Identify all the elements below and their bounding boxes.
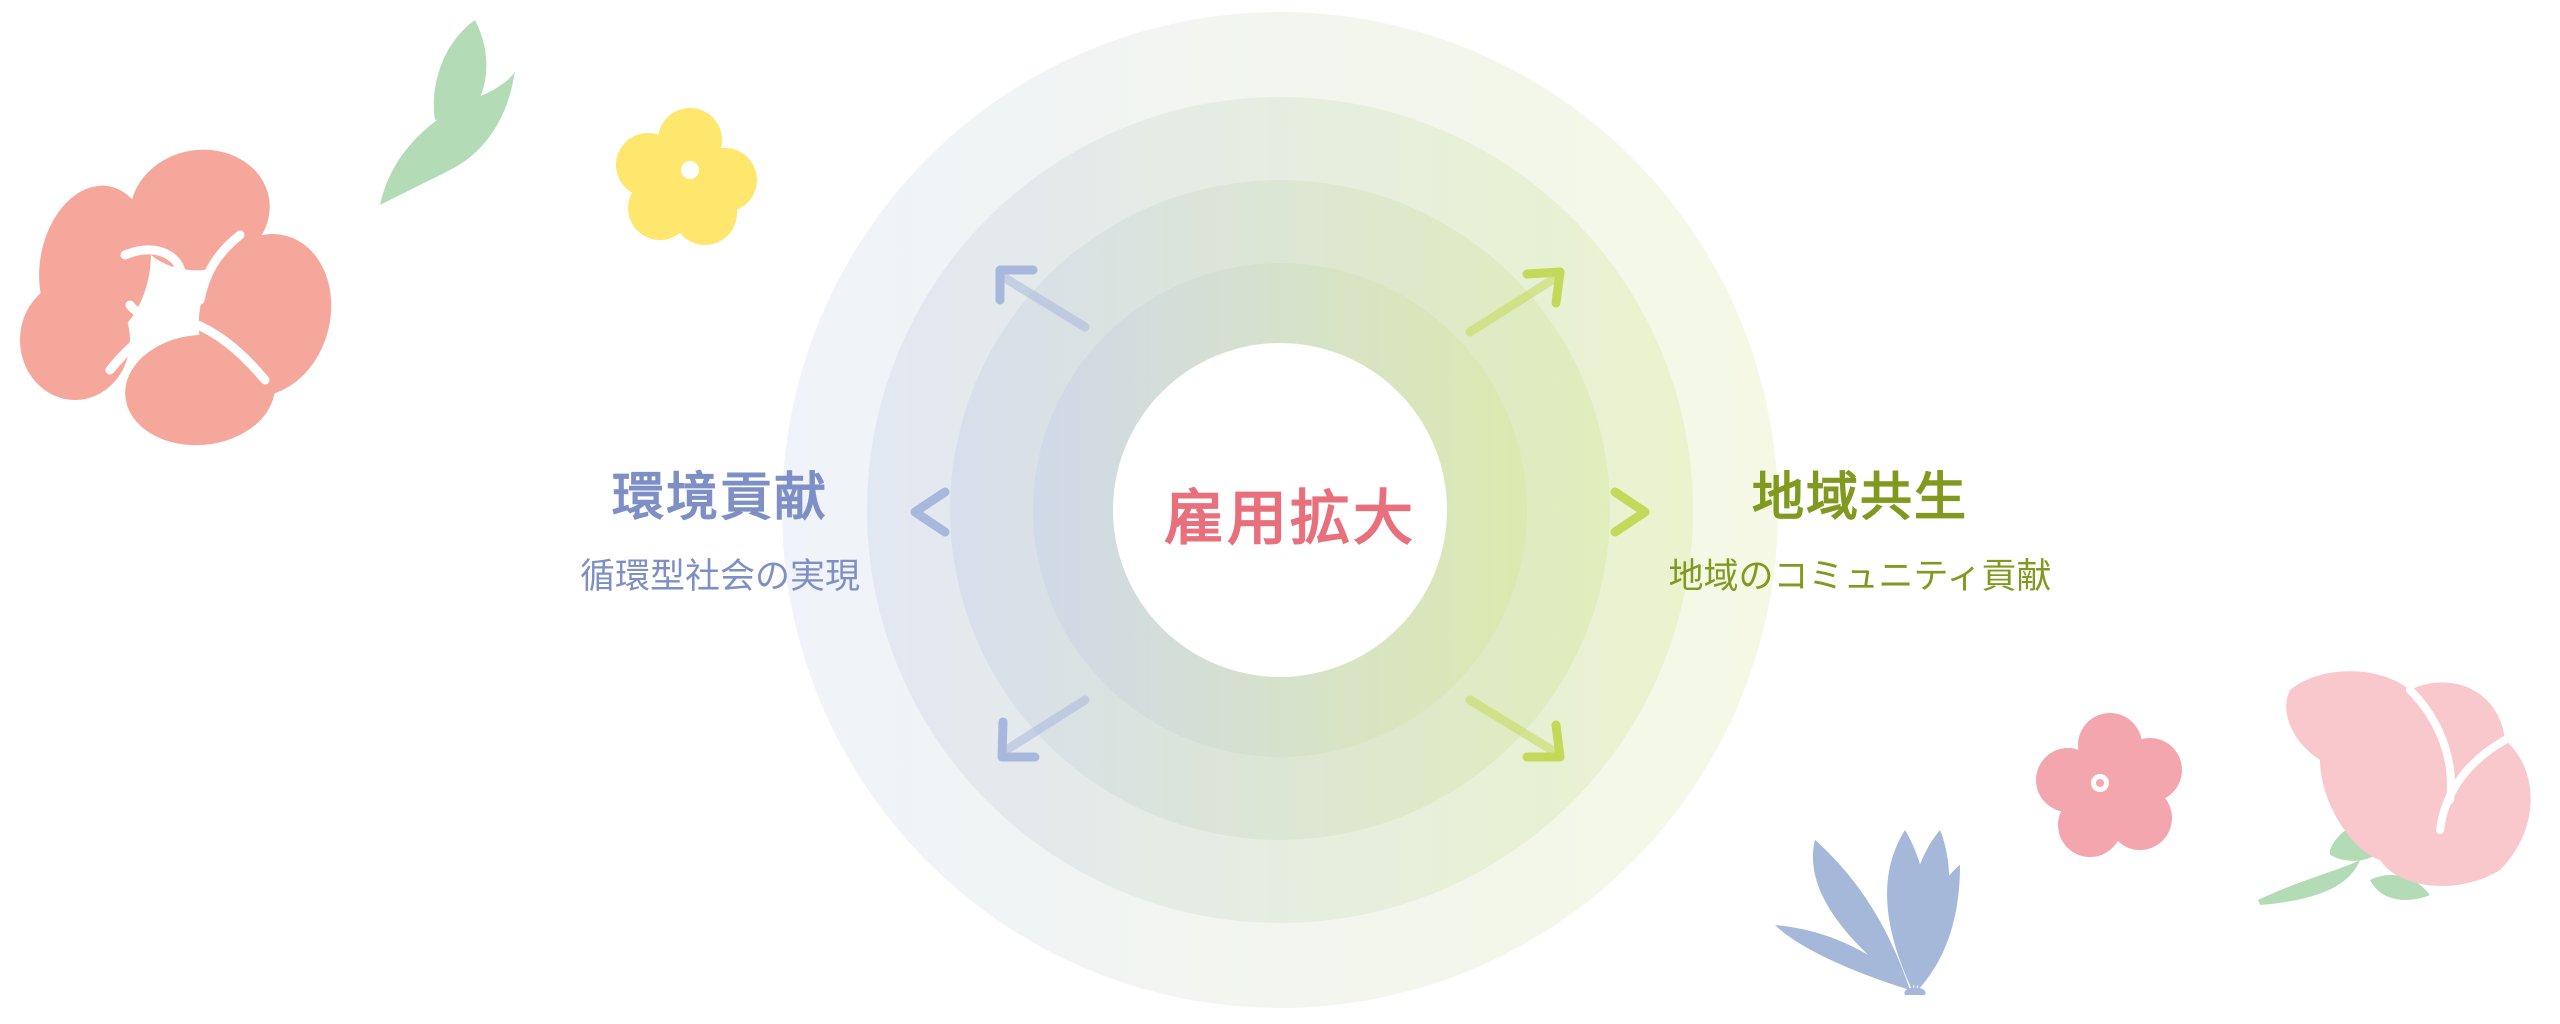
right-label-group: 地域共生	[1675, 455, 2045, 530]
center-label: 雇用拡大	[1164, 484, 1416, 554]
left-subtitle-wrap: 循環型社会の実現	[540, 548, 900, 599]
arrow-right	[1530, 487, 1650, 537]
yellow-flower-icon	[616, 108, 757, 245]
left-subtitle: 循環型社会の実現	[579, 557, 860, 597]
leaf-icon	[380, 20, 515, 205]
arrow-upper-right	[1465, 267, 1565, 337]
right-subtitle-wrap: 地域のコミュニティ貢献	[1650, 548, 2070, 599]
center-circle	[1113, 343, 1447, 677]
pink-tulip-icon	[2258, 671, 2531, 905]
right-title: 地域共生	[1751, 468, 1968, 528]
arrow-upper-left	[995, 265, 1090, 332]
arrow-lower-right	[1465, 695, 1565, 762]
left-label-group: 環境貢献	[540, 455, 900, 530]
arrow-left	[910, 487, 1025, 537]
arrows	[910, 265, 1650, 762]
pink-flower-icon	[2036, 713, 2182, 857]
right-subtitle: 地域のコミュニティ貢献	[1668, 557, 2052, 597]
arrow-lower-left	[997, 695, 1090, 762]
left-title: 環境貢献	[611, 468, 828, 528]
blue-lotus-icon	[1775, 830, 1960, 995]
coral-flower-icon	[20, 149, 332, 446]
